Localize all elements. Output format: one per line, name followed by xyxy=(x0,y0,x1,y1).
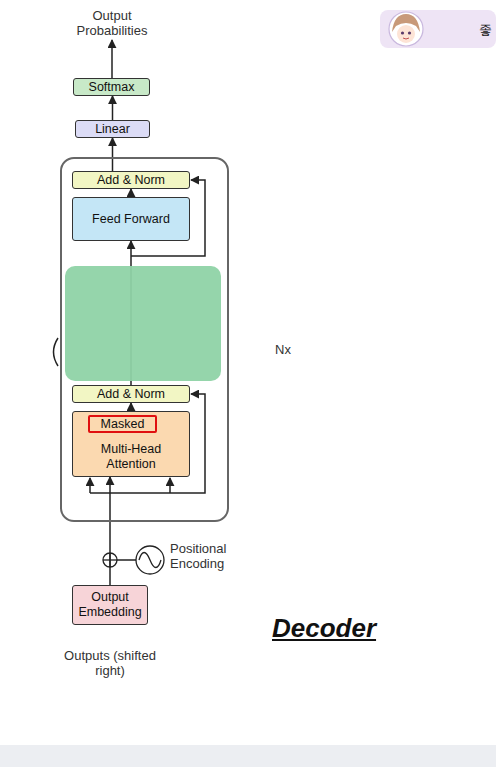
masked-overlay xyxy=(65,266,221,381)
flow-arrow xyxy=(130,189,132,197)
io-label: Outputs (shifted right) xyxy=(55,648,165,678)
node-text: Add & Norm xyxy=(97,387,165,402)
sine-symbol xyxy=(136,546,164,574)
flow-arrow xyxy=(112,138,114,171)
bottom-strip xyxy=(0,745,496,767)
node-text: Output Embedding xyxy=(73,590,147,620)
repeat-count: Nx xyxy=(275,342,291,357)
residual-arrow xyxy=(191,394,205,493)
split-line xyxy=(90,492,200,494)
pe-line xyxy=(117,559,136,561)
io-label: Output Probabilities xyxy=(57,8,167,38)
attention-box: Multi-Head Attention Masked xyxy=(72,411,190,477)
highlight-box: Masked xyxy=(88,415,157,433)
node-text: Linear xyxy=(95,122,130,137)
flow-arrow xyxy=(112,96,114,120)
flow-arrow xyxy=(109,477,111,585)
softmax-box: Softmax xyxy=(73,78,150,96)
section-title: Decoder xyxy=(272,612,442,644)
output-arrow xyxy=(111,40,113,78)
add-norm-box: Add & Norm xyxy=(72,385,190,403)
node-text: Feed Forward xyxy=(92,212,170,227)
encoder-link xyxy=(54,338,59,366)
node-text: Multi-Head Attention xyxy=(81,442,181,472)
node-text: Masked xyxy=(101,417,145,432)
add-norm-box: Add & Norm xyxy=(72,171,190,189)
node-text: Add & Norm xyxy=(97,173,165,188)
avatar xyxy=(386,10,426,50)
feed-forward-box: Feed Forward xyxy=(72,197,190,241)
linear-box: Linear xyxy=(75,120,150,138)
node-text: 좋 xyxy=(479,22,492,37)
sine-wave xyxy=(139,553,161,568)
split-arrow xyxy=(169,478,171,493)
flow-arrow xyxy=(130,403,132,411)
embedding-box: Output Embedding xyxy=(72,585,148,625)
split-arrow xyxy=(89,478,91,493)
node-text: Softmax xyxy=(89,80,135,95)
io-label: Positional Encoding xyxy=(170,541,260,571)
